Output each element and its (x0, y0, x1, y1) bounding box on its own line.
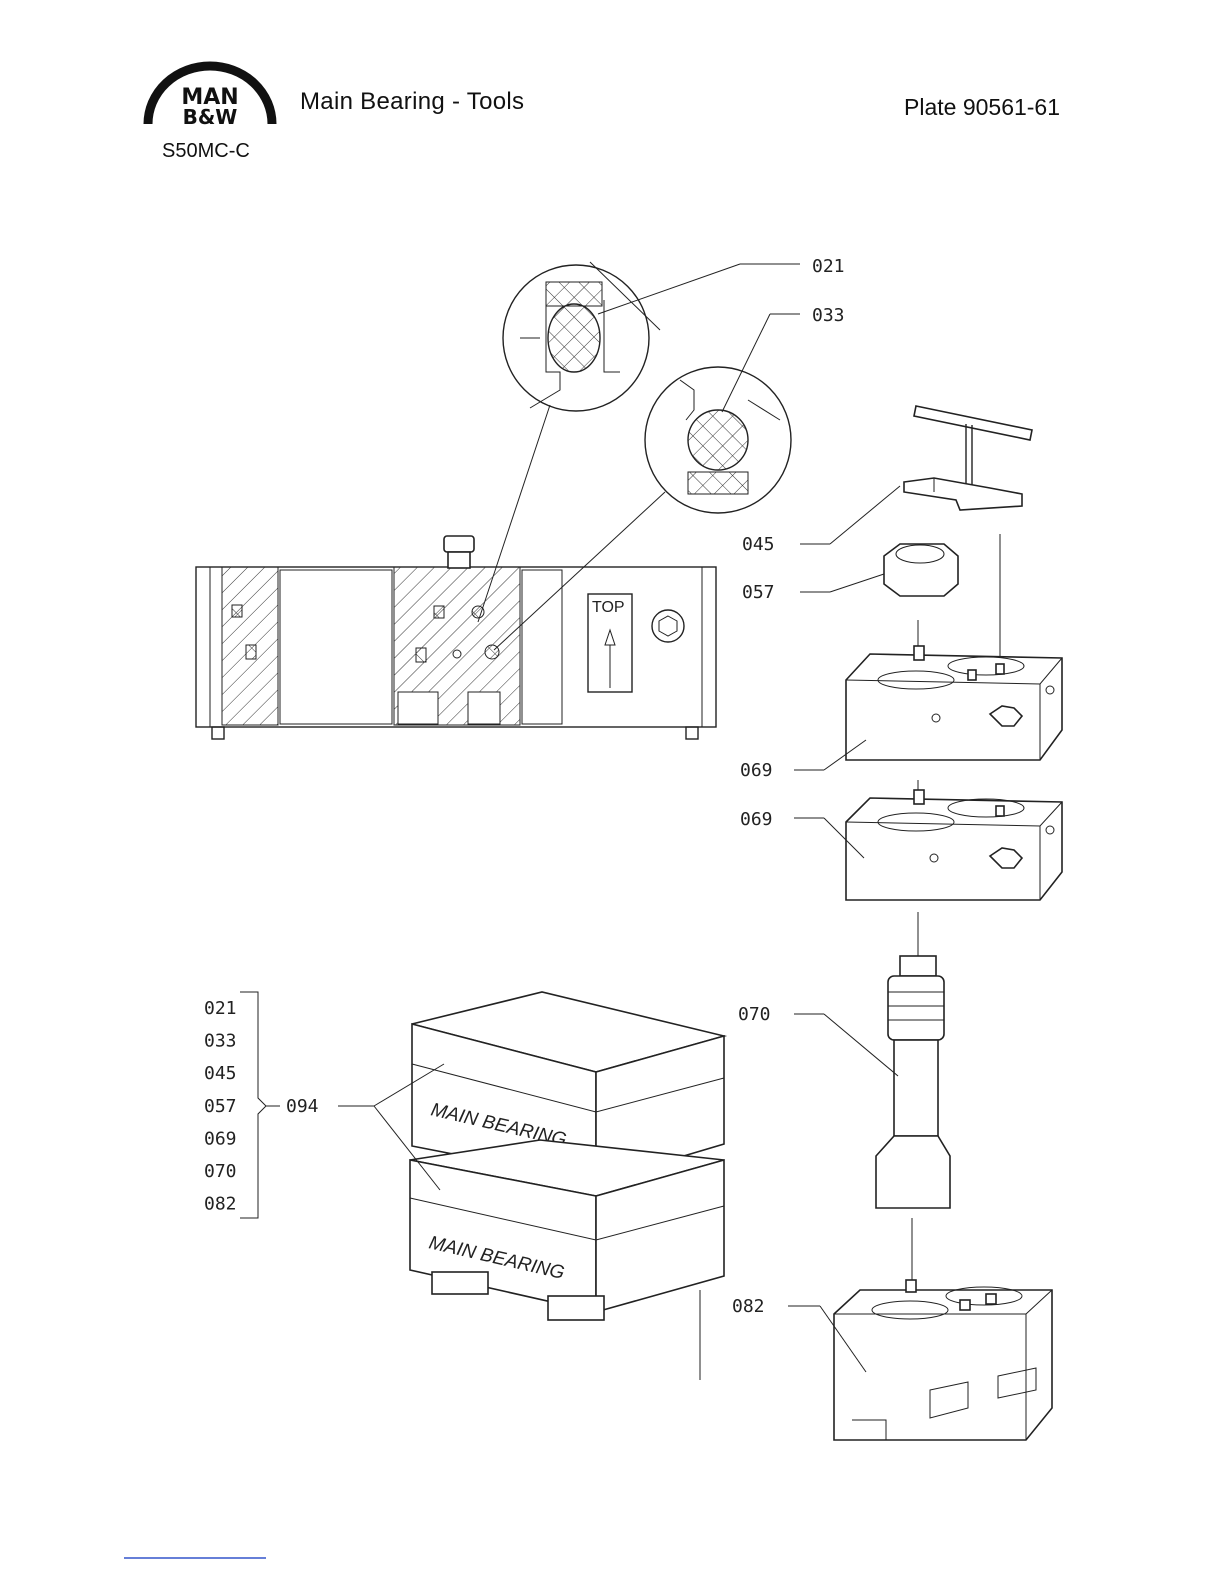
callout-069-upper: 069 (740, 760, 773, 781)
kit-contents-list: 021 033 045 057 069 070 082 (204, 992, 280, 1218)
hydraulic-jack-070 (794, 912, 950, 1280)
kit-list-item: 057 (204, 1096, 237, 1117)
detail-view-033 (645, 314, 800, 513)
detail-view-021 (503, 262, 800, 411)
spacer-block-082 (788, 1280, 1052, 1440)
callout-045: 045 (742, 534, 775, 555)
kit-list-item: 069 (204, 1128, 237, 1149)
kit-list-item: 021 (204, 998, 237, 1019)
callout-069-lower: 069 (740, 809, 773, 830)
kit-list-item: 045 (204, 1063, 237, 1084)
kit-list-item: 070 (204, 1161, 237, 1182)
callout-094: 094 (286, 1096, 319, 1117)
callout-082: 082 (732, 1296, 765, 1317)
nut-057 (800, 544, 958, 596)
callout-057: 057 (742, 582, 775, 603)
callout-021: 021 (812, 256, 845, 277)
callout-033: 033 (812, 305, 845, 326)
top-marking: TOP (592, 599, 625, 616)
hydraulic-block-069-lower (794, 780, 1062, 900)
tool-boxes-094: MAIN BEARING MAIN BEARING (338, 992, 724, 1380)
kit-list-item: 082 (204, 1194, 237, 1215)
hydraulic-block-069-upper (794, 620, 1062, 770)
callout-070: 070 (738, 1004, 771, 1025)
kit-list-item: 033 (204, 1031, 237, 1052)
t-handle-045 (800, 406, 1032, 660)
tool-cross-section: TOP (196, 536, 716, 739)
